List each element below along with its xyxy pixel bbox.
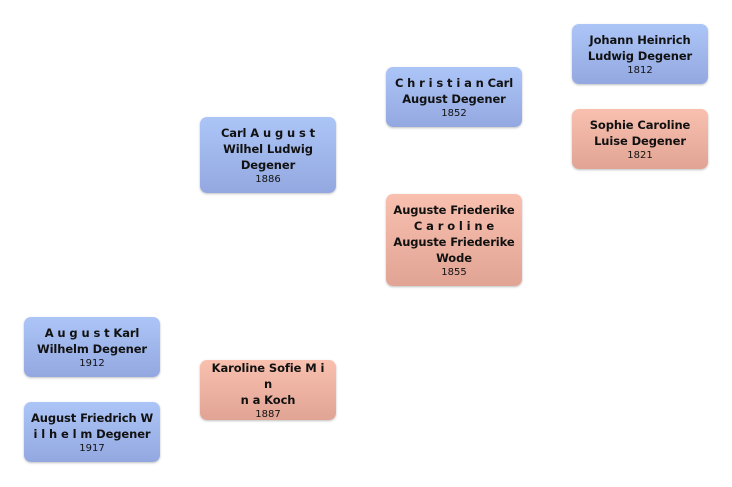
person-name-line: C a r o l i n e [413, 218, 495, 233]
person-name-line: Carl A u g u s t [220, 125, 316, 140]
person-birth-year: 1855 [441, 266, 467, 278]
person-name-line: Wilhelm Degener [36, 341, 148, 356]
person-node-sophie[interactable]: Sophie Caroline Luise Degener 1821 [572, 109, 708, 169]
person-node-august-karl[interactable]: A u g u s t Karl Wilhelm Degener 1912 [24, 317, 160, 377]
person-name-line: Degener [240, 157, 296, 172]
person-name-line: i l h e l m Degener [33, 426, 151, 441]
person-name-line: August Friedrich W [30, 410, 154, 425]
person-birth-year: 1812 [627, 64, 653, 76]
person-name-line: August Degener [402, 91, 506, 106]
person-name-line: C h r i s t i a n Carl [394, 75, 514, 90]
person-name-line: Sophie Caroline [589, 117, 691, 132]
person-name-line: Johann Heinrich [589, 32, 691, 47]
person-birth-year: 1886 [255, 173, 281, 185]
person-birth-year: 1917 [79, 442, 105, 454]
person-node-auguste[interactable]: Auguste Friederike C a r o l i n e Augus… [386, 194, 522, 286]
person-name-line: Karoline Sofie M i n [211, 360, 325, 391]
person-node-johann[interactable]: Johann Heinrich Ludwig Degener 1812 [572, 24, 708, 84]
person-birth-year: 1912 [79, 357, 105, 369]
person-name-line: Luise Degener [594, 133, 686, 148]
person-node-karoline[interactable]: Karoline Sofie M i n n a Koch 1887 [200, 360, 336, 420]
person-name-line: Ludwig Degener [587, 48, 693, 63]
person-name-line: n a Koch [240, 392, 296, 407]
person-birth-year: 1821 [627, 149, 653, 161]
person-node-carl[interactable]: Carl A u g u s t Wilhel Ludwig Degener 1… [200, 117, 336, 193]
person-node-august-friedrich[interactable]: August Friedrich W i l h e l m Degener 1… [24, 402, 160, 462]
person-name-line: Auguste Friederike [393, 202, 515, 217]
person-name-line: A u g u s t Karl [44, 325, 140, 340]
person-birth-year: 1887 [255, 408, 281, 420]
person-birth-year: 1852 [441, 107, 467, 119]
person-name-line: Wode [436, 250, 472, 265]
person-node-christian[interactable]: C h r i s t i a n Carl August Degener 18… [386, 67, 522, 127]
person-name-line: Auguste Friederike [393, 234, 515, 249]
person-name-line: Wilhel Ludwig [223, 141, 313, 156]
